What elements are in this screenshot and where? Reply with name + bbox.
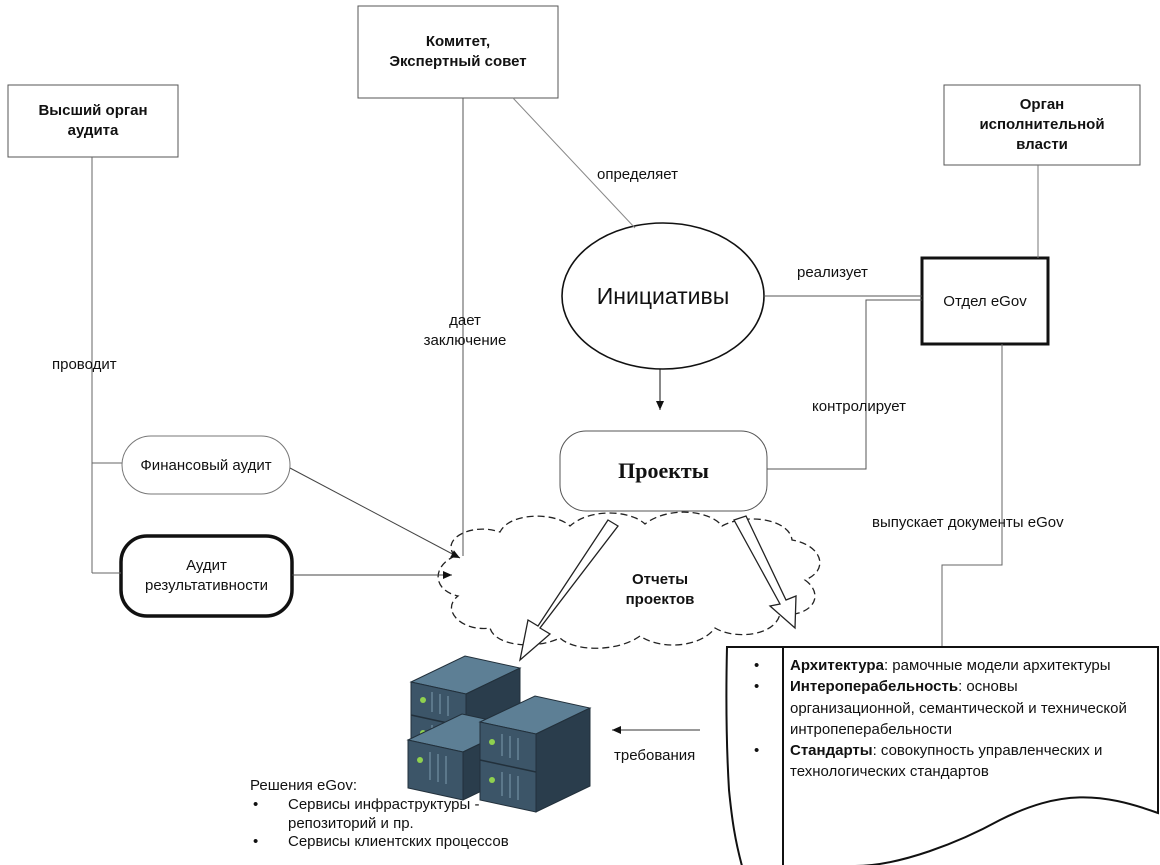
solutions-item-text: Сервисы клиентских процессов <box>288 833 509 851</box>
hollow-arrow-left <box>518 519 619 662</box>
solutions-title: Решения eGov: <box>250 777 358 794</box>
solutions-item-text: Сервисы инфраструктуры - репозиторий и п… <box>288 795 480 832</box>
edge-fin-cloud <box>289 467 461 559</box>
document-content: • Архитектура: рамочные модели архитекту… <box>754 655 1160 783</box>
fin-audit-label: Финансовый аудит <box>140 456 272 474</box>
edge-egov-document <box>941 344 1003 646</box>
egov-document <box>725 646 1159 865</box>
document-item-text: : рамочные модели архитектуры <box>883 657 1111 674</box>
solutions-item: • Сервисы инфраструктуры - репозиторий и… <box>250 796 509 834</box>
committee-label: Комитет, Экспертный совет <box>389 32 527 70</box>
edge-label-implements: реализует <box>797 264 868 281</box>
edge-committee-initiatives <box>512 97 636 229</box>
document-item-title: Стандарты <box>790 742 873 760</box>
document-item: • Стандарты: совокупность управленческих… <box>754 740 1152 783</box>
solutions-list: Решения eGov: • Сервисы инфраструктуры -… <box>250 777 509 852</box>
document-item-text: : совокупность управленческих и технолог… <box>790 742 1103 781</box>
bullet: • <box>754 742 760 760</box>
perf-audit-label: Аудит результативности <box>145 556 268 594</box>
document-item-title: Архитектура <box>790 657 884 674</box>
reports-cloud <box>437 511 821 649</box>
bullet: • <box>253 833 259 851</box>
bullet: • <box>754 657 760 674</box>
solutions-item: • Сервисы клиентских процессов <box>250 833 509 852</box>
exec-body-label: Орган исполнительной власти <box>979 95 1105 154</box>
bullet: • <box>253 795 259 813</box>
egov-dept-label: Отдел eGov <box>943 292 1027 310</box>
edge-projects-egov <box>767 299 922 470</box>
document-item: • Интероперабельность: основы организаци… <box>754 676 1140 740</box>
reports-label: Отчеты проектов <box>625 570 695 608</box>
projects-label: Проекты <box>618 458 709 483</box>
document-item-title: Интероперабельность <box>790 678 959 696</box>
projects-box <box>559 430 768 512</box>
edge-label-requirements: требования <box>614 747 696 764</box>
edge-label-conducts: проводит <box>52 356 117 373</box>
egov-dept-box <box>920 256 1050 346</box>
edge-label-defines: определяет <box>597 166 679 183</box>
committee-box <box>357 5 559 99</box>
edge-label-issues-docs: выпускает документы eGov <box>872 514 1064 531</box>
hollow-arrow-right <box>733 515 797 630</box>
fin-audit-box <box>121 435 291 495</box>
document-item: • Архитектура: рамочные модели архитекту… <box>754 655 1160 676</box>
edge-label-controls: контролирует <box>812 398 906 415</box>
bullet: • <box>754 678 760 696</box>
server-icon <box>406 655 592 813</box>
document-item-text: : основы организационной, семантической … <box>790 678 1127 738</box>
exec-body-box <box>943 84 1141 166</box>
audit-body-box <box>7 84 179 158</box>
initiatives-label: Инициативы <box>596 282 730 309</box>
perf-audit-box <box>119 534 294 618</box>
edge-label-gives-conclusion: дает заключение <box>423 312 507 349</box>
audit-body-label: Высший орган аудита <box>38 101 148 139</box>
